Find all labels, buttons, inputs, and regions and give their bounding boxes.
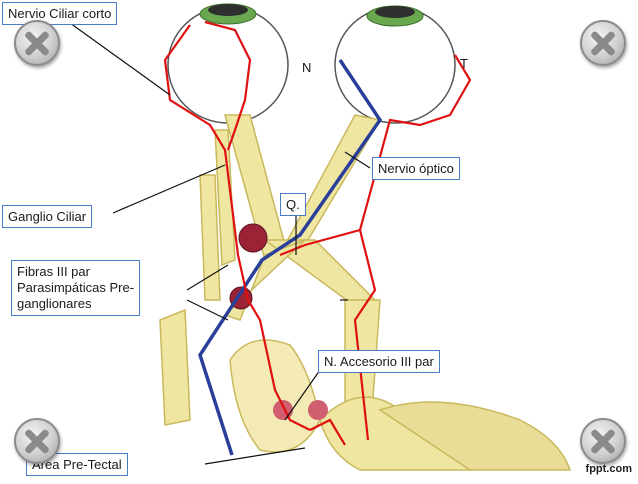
label-nervio-optico: Nervio óptico [372, 157, 460, 180]
label-ganglio-ciliar: Ganglio Ciliar [2, 205, 93, 228]
label-nasal: N [302, 60, 312, 75]
label-fibras-line-3: ganglionares [17, 296, 92, 311]
right-eyeball [334, 5, 456, 124]
label-fibras-iii-par: Fibras III par Parasimpáticas Pre- gangl… [11, 260, 141, 316]
chiasm-marker [295, 216, 348, 301]
label-n-accesorio: N. Accesorio III par [318, 350, 440, 373]
close-icon[interactable] [580, 418, 626, 464]
label-fibras-line-1: Fibras III par [17, 264, 90, 279]
afferent-pathway [198, 59, 383, 456]
midbrain-structure [229, 339, 572, 471]
efferent-pathway [163, 20, 472, 446]
label-fibras-line-2: Parasimpáticas Pre- [17, 280, 135, 295]
label-temporal: T [460, 56, 468, 71]
close-icon[interactable] [14, 418, 60, 464]
left-eyeball [167, 3, 289, 124]
label-nervio-ciliar-corto: Nervio Ciliar corto [2, 2, 118, 25]
callout-lines [69, 22, 371, 465]
close-icon[interactable] [580, 20, 626, 66]
brand-watermark: fppt.com [585, 463, 632, 475]
close-icon[interactable] [14, 20, 60, 66]
label-quiasma: Q. [280, 193, 306, 216]
ciliary-ganglion [229, 223, 328, 420]
